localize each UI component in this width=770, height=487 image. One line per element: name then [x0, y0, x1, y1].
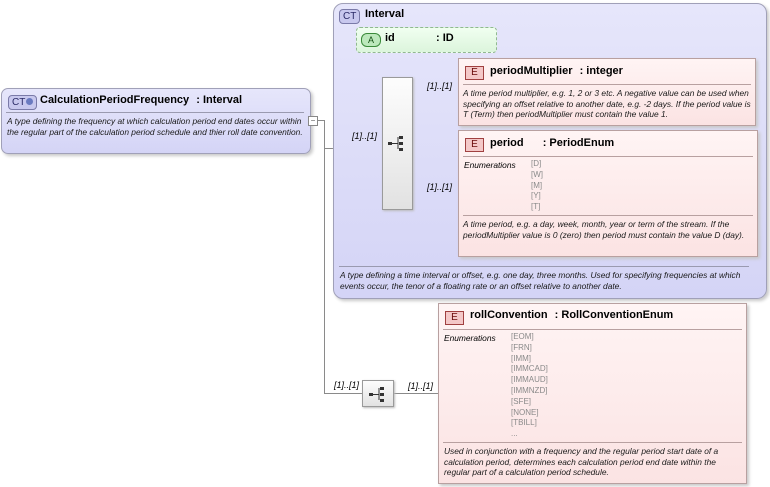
connector-trunk-v [324, 120, 325, 394]
period-divider-top [463, 156, 753, 157]
element-badge: E [465, 66, 484, 80]
period-divider-bottom [463, 215, 753, 216]
enum-value: [T] [531, 202, 541, 212]
outer-seq-multiplicity-out: [1]..[1] [408, 381, 434, 391]
interval-seq-multiplicity: [1]..[1] [352, 131, 378, 141]
rollConvention-description: Used in conjunction with a frequency and… [444, 446, 719, 477]
periodMultiplier-type: : integer [579, 65, 623, 77]
outer-seq-multiplicity-in: [1]..[1] [334, 380, 360, 390]
period-enum-label: Enumerations [464, 160, 516, 170]
periodMultiplier-description: A time period multiplier, e.g. 1, 2 or 3… [463, 88, 751, 119]
rollConvention-type: : RollConventionEnum [554, 309, 674, 321]
enum-value: [EOM] [511, 332, 534, 341]
element-badge: E [465, 138, 484, 152]
period-enum-list: [D] [W] [M] [Y] [T] [531, 159, 543, 213]
connector-to-outer-seq [324, 393, 363, 394]
enum-value: [IMMCAD] [511, 364, 548, 374]
enum-value: [SFE] [511, 396, 532, 406]
root-title: CalculationPeriodFrequency : Interval [40, 94, 242, 106]
enum-value: [IMM] [511, 353, 531, 363]
interval-divider [339, 266, 749, 267]
sequence-icon [369, 387, 384, 402]
sequence-compositor-outer[interactable] [362, 380, 394, 407]
collapse-toggle-icon[interactable]: − [308, 116, 318, 126]
enum-value: [IMMAUD] [511, 375, 548, 385]
attribute-badge: A [361, 33, 381, 47]
element-badge: E [445, 311, 464, 325]
sequence-icon [388, 136, 403, 151]
root-type: Interval [202, 94, 243, 106]
periodMultiplier-title: periodMultiplier : integer [490, 65, 623, 77]
period-multiplicity: [1]..[1] [427, 182, 453, 192]
connector-outer-to-roll [393, 393, 438, 394]
sequence-compositor-interval[interactable] [382, 77, 413, 210]
periodMultiplier-name: periodMultiplier [490, 65, 573, 77]
root-description: A type defining the frequency at which c… [7, 116, 303, 137]
root-divider [6, 112, 304, 113]
rollConvention-divider-top [443, 329, 742, 330]
enum-value: [Y] [531, 191, 541, 201]
complex-type-badge: CT [8, 95, 38, 110]
rollConvention-name: rollConvention [470, 309, 548, 321]
root-complex-type[interactable]: CT CalculationPeriodFrequency : Interval… [1, 88, 311, 154]
element-rollConvention[interactable]: E rollConvention : RollConventionEnum En… [438, 303, 747, 484]
connector-to-interval [324, 148, 334, 149]
interval-badge: CT [339, 9, 361, 24]
period-name: period [490, 137, 524, 149]
periodMultiplier-multiplicity: [1]..[1] [427, 81, 453, 91]
rollConvention-enum-list: [EOM] [FRN] [IMM] [IMMCAD] [IMMAUD] [IMM… [511, 332, 548, 440]
period-title: period : PeriodEnum [490, 137, 614, 149]
rollConvention-divider-bottom [443, 442, 742, 443]
attribute-name: id [385, 32, 395, 44]
plus-icon [26, 98, 34, 105]
enum-value: ... [511, 429, 518, 439]
rollConvention-title: rollConvention : RollConventionEnum [470, 309, 673, 321]
period-type: : PeriodEnum [542, 137, 615, 149]
enum-value: [NONE] [511, 407, 539, 417]
enum-value: [TBILL] [511, 418, 537, 428]
interval-title: Interval [365, 8, 405, 20]
element-period[interactable]: E period : PeriodEnum Enumerations [D] [… [458, 130, 758, 257]
root-name: CalculationPeriodFrequency [40, 94, 190, 106]
root-type-sep: : [196, 94, 200, 106]
period-description: A time period, e.g. a day, week, month, … [463, 219, 745, 240]
attribute-id[interactable]: A id : ID [356, 27, 497, 53]
enum-value: [M] [531, 180, 543, 190]
enum-value: [W] [531, 169, 543, 179]
enum-value: [IMMNZD] [511, 385, 548, 395]
enum-value: [D] [531, 159, 542, 168]
periodMultiplier-divider [463, 84, 751, 85]
interval-description: A type defining a time interval or offse… [340, 270, 741, 291]
enum-value: [FRN] [511, 342, 532, 352]
rollConvention-enum-label: Enumerations [444, 333, 496, 343]
attribute-type: : ID [436, 32, 454, 44]
element-periodMultiplier[interactable]: E periodMultiplier : integer A time peri… [458, 58, 756, 126]
